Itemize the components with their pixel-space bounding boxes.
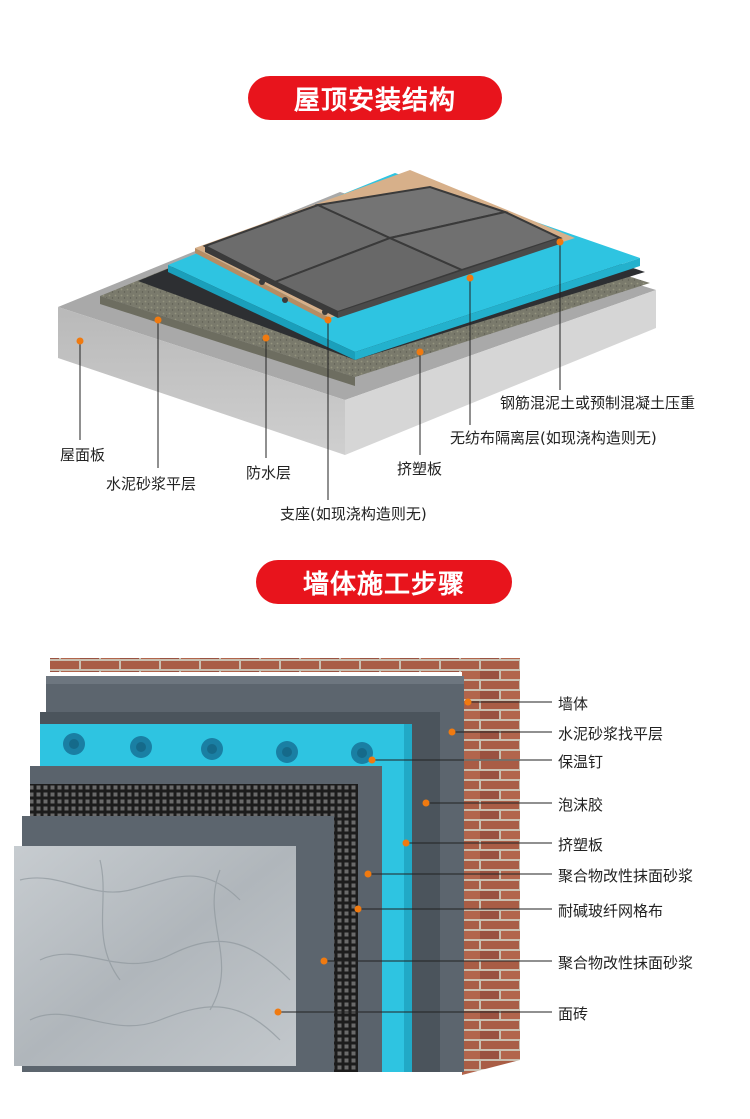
label-polymer-mortar-2: 聚合物改性抹面砂浆: [558, 954, 694, 972]
roof-section-title: 屋顶安装结构: [248, 76, 502, 120]
brick-wall-side: [462, 658, 520, 1075]
roof-structure-diagram: [58, 170, 656, 500]
label-polymer-mortar-1: 聚合物改性抹面砂浆: [558, 867, 694, 885]
label-support: 支座(如现浇构造则无): [280, 505, 427, 523]
label-waterproof: 防水层: [246, 464, 292, 482]
label-foam-glue: 泡沫胶: [558, 796, 604, 814]
label-wall-mortar: 水泥砂浆找平层: [558, 725, 664, 743]
label-wall: 墙体: [558, 695, 589, 713]
face-tile: [14, 846, 296, 1066]
label-nonwoven: 无纺布隔离层(如现浇构造则无): [450, 429, 657, 447]
label-concrete-pressure: 钢筋混泥土或预制混凝土压重: [500, 394, 696, 412]
label-insulation-nail: 保温钉: [558, 753, 604, 771]
insulation-nails: [63, 733, 373, 764]
label-cement-mortar: 水泥砂浆平层: [106, 475, 197, 493]
concrete-tiles: [202, 185, 563, 318]
roof-slab-side: [345, 290, 656, 455]
label-fiberglass-mesh: 耐碱玻纤网格布: [558, 902, 664, 920]
label-face-tile: 面砖: [558, 1005, 589, 1023]
label-roof-slab: 屋面板: [60, 446, 106, 464]
roof-slab-front: [58, 307, 345, 455]
label-wall-xps: 挤塑板: [558, 836, 604, 854]
label-xps: 挤塑板: [397, 460, 443, 478]
wall-section-title: 墙体施工步骤: [256, 560, 512, 604]
